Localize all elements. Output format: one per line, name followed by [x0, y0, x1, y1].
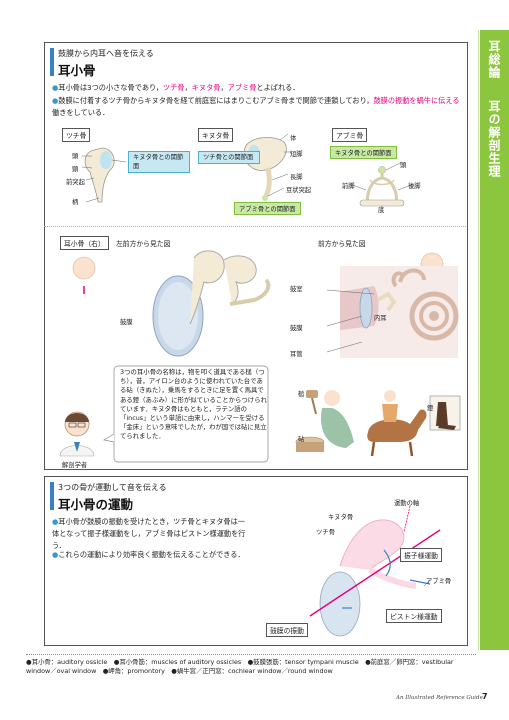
bullet-2: ●鼓膜に付着するツチ骨からキヌタ骨を経て前庭窓にはまりこむアブミ骨まで関節で連鎖… — [52, 96, 460, 117]
anatomist-illustration — [59, 411, 95, 457]
bullet-1: ●耳小骨は3つの小さな骨であり，ツチ骨，キヌタ骨，アブミ骨とよばれる． — [52, 83, 300, 92]
chapter-tab[interactable]: 耳総論 耳の解剖生理 — [480, 30, 509, 650]
eardrum-vibration-label: 鼓膜の振動 — [266, 623, 308, 637]
motion-bullet-2: ●これらの運動により効率良く振動を伝えることができる． — [52, 550, 245, 559]
malleus-head-label: 頭 — [72, 153, 79, 160]
section2-subtitle: 3つの骨が運動して音を伝える — [58, 483, 167, 492]
footer-divider — [26, 654, 476, 655]
malleus-handle-label: 柄 — [72, 199, 79, 206]
section2-title: 耳小骨の運動 — [58, 497, 134, 512]
malleus-tag: ツチ骨 — [62, 128, 91, 142]
hammer-label: 槌 — [298, 391, 305, 398]
incus-body-label: 体 — [290, 135, 297, 142]
ossicle-views-illustration — [72, 250, 459, 358]
side-divider — [478, 30, 479, 650]
stapes-head-label: 頭 — [400, 162, 407, 169]
incus-short-limb-label: 短脚 — [290, 151, 303, 158]
tympanic-cavity-label: 鼓室 — [290, 286, 303, 293]
divider — [44, 226, 466, 227]
motion-incus-label: キヌタ骨 — [328, 514, 354, 521]
malleus-anterior-process-label: 前突起 — [66, 179, 85, 186]
chapter-subtitle: 耳の解剖生理 — [487, 100, 501, 178]
section-subtitle: 鼓膜から内耳へ音を伝える — [58, 49, 154, 58]
inner-ear-label: 内耳 — [374, 315, 387, 322]
pendulum-motion-label: 振子様運動 — [400, 548, 442, 562]
speech-bubble — [103, 365, 269, 463]
page-number: 7 — [482, 692, 488, 701]
malleus-joint-box: キヌタ骨との関節面 — [128, 151, 190, 173]
stapes-joint-box: アブミ骨との関節面 — [234, 202, 301, 215]
stirrup-label: 鐙 — [427, 405, 434, 412]
tools-illustration — [295, 390, 461, 457]
stapes-base-label: 底 — [378, 207, 385, 214]
motion-bullet-1: ●耳小骨が鼓膜の振動を受けたとき，ツチ骨とキヌタ骨は一体となって振子様運動をし，… — [52, 517, 246, 550]
anterior-view-caption: 前方から見た図 — [318, 240, 366, 248]
right-ossicle-tag: 耳小骨（右） — [60, 236, 109, 250]
guide-title: An Illustrated Reference Guide — [396, 695, 483, 701]
stapes-anterior-crus-label: 前脚 — [342, 183, 355, 190]
incus-joint-box: ツチ骨との関節面 — [198, 151, 260, 164]
motion-stapes-label: アブミ骨 — [426, 578, 452, 585]
stapes-incus-joint-box: キヌタ骨との関節面 — [330, 146, 397, 159]
etymology-story: 3つの耳小骨の名称は，物を叩く道具である槌（つち），昔，アイロン台のように使われ… — [120, 368, 267, 441]
eardrum-label: 鼓膜 — [120, 319, 133, 326]
section2-bar — [50, 482, 54, 510]
eardrum-label-2: 鼓膜 — [290, 325, 303, 332]
left-anterior-view-caption: 左前方から見た図 — [116, 240, 171, 248]
anvil-label: 砧 — [298, 436, 305, 443]
piston-motion-label: ピストン様運動 — [386, 609, 442, 623]
stapes-tag: アブミ骨 — [332, 128, 368, 142]
incus-lenticular-label: 豆状突起 — [286, 187, 312, 194]
eustachian-tube-label: 耳管 — [290, 351, 303, 358]
malleus-neck-label: 頸 — [72, 166, 79, 173]
axis-label: 運動の軸 — [394, 500, 420, 507]
incus-long-limb-label: 長脚 — [290, 174, 303, 181]
ossicle-motion-diagram — [309, 505, 441, 637]
motion-malleus-label: ツチ骨 — [316, 529, 335, 536]
chapter-title: 耳総論 — [487, 40, 501, 79]
stapes-posterior-crus-label: 後脚 — [408, 183, 421, 190]
glossary-footer: ●耳小骨：auditory ossicle ●耳小骨筋：muscles of a… — [26, 658, 454, 675]
section-bar — [50, 48, 54, 76]
section-title: 耳小骨 — [58, 63, 96, 78]
incus-tag: キヌタ骨 — [198, 128, 234, 142]
anatomist-label: 解剖学者 — [62, 462, 88, 469]
